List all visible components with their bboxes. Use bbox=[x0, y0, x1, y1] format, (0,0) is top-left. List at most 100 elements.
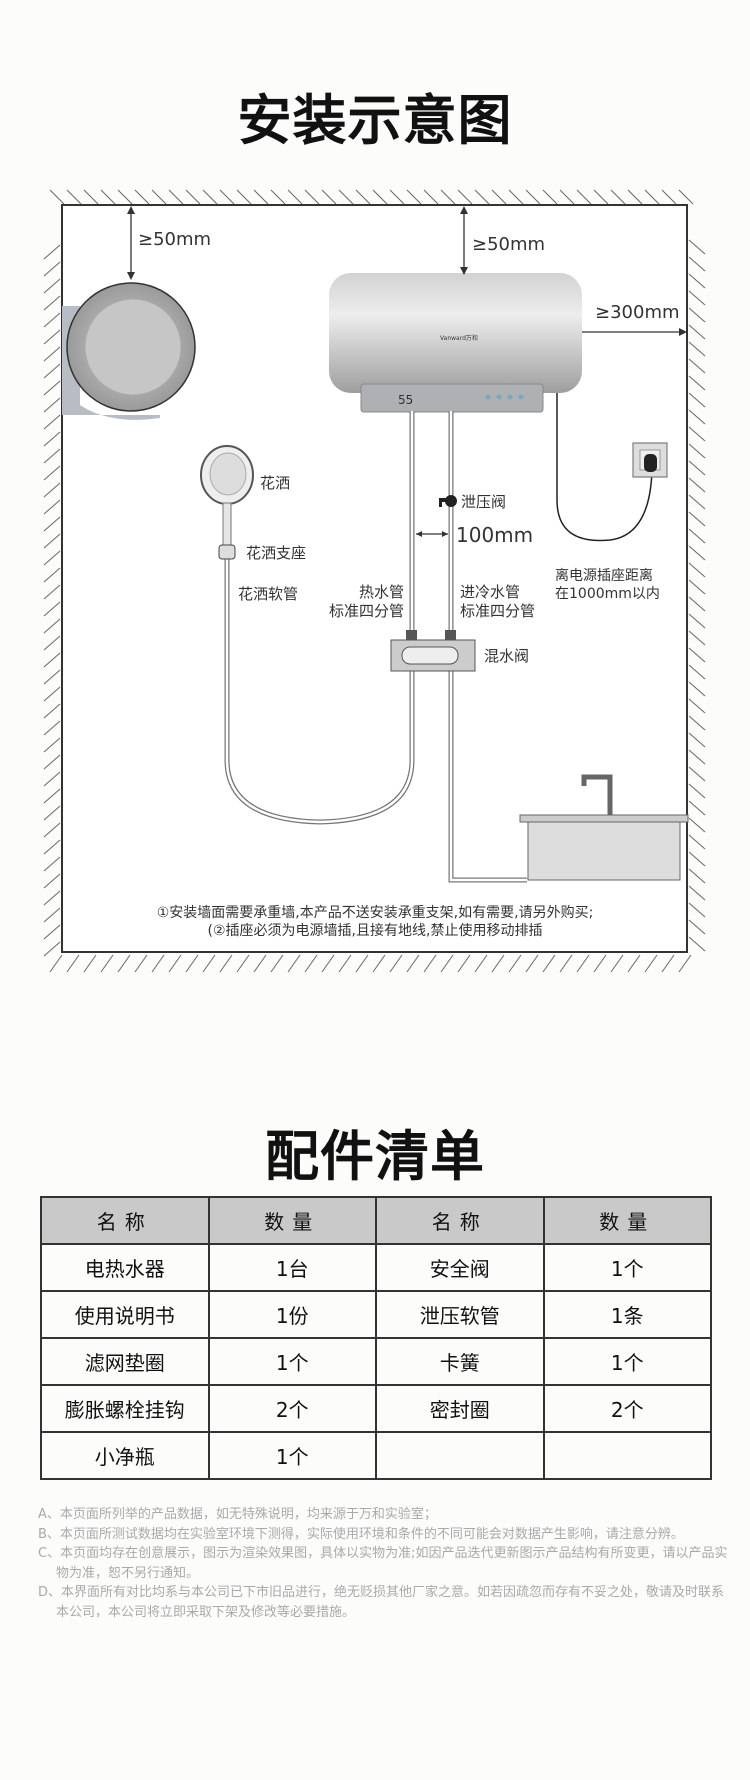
hatch-mark bbox=[253, 189, 269, 205]
wall-socket bbox=[632, 442, 668, 478]
hatch-mark bbox=[43, 533, 61, 549]
hatch-mark bbox=[236, 189, 252, 205]
side-clearance-label: ≥300mm bbox=[595, 302, 680, 323]
hatch-mark bbox=[43, 363, 61, 379]
hatch-mark bbox=[610, 954, 624, 973]
hatch-mark bbox=[542, 189, 558, 205]
pipe-spacing-label: 100mm bbox=[456, 523, 533, 547]
shower-holder bbox=[218, 544, 236, 560]
disclaimers: A、本页面所列举的产品数据，如无特殊说明，均来源于万和实验室； B、本页面所测试… bbox=[38, 1505, 728, 1622]
quantity-cell: 1份 bbox=[207, 1290, 377, 1339]
hatch-mark bbox=[100, 954, 114, 973]
hatch-mark bbox=[644, 954, 658, 973]
hatch-mark bbox=[43, 244, 61, 260]
cold-pipe-spec-label: 标准四分管 bbox=[460, 602, 535, 620]
hatch-mark bbox=[688, 545, 706, 561]
hatch-mark bbox=[406, 954, 420, 973]
hatch-mark bbox=[66, 954, 80, 973]
install-title: 安装示意图 bbox=[237, 89, 513, 152]
quantity-cell: 1个 bbox=[207, 1337, 377, 1386]
hatch-mark bbox=[688, 290, 706, 306]
hatch-mark bbox=[457, 189, 473, 205]
hatch-mark bbox=[491, 954, 505, 973]
item-name-cell: 泄压软管 bbox=[375, 1290, 545, 1339]
hatch-mark bbox=[236, 954, 250, 973]
hatch-mark bbox=[688, 596, 706, 612]
hatch-mark bbox=[688, 715, 706, 731]
item-name-cell: 使用说明书 bbox=[40, 1290, 210, 1339]
cold-pipe-label: 进冷水管 bbox=[460, 583, 520, 601]
accessories-title: 配件清单 bbox=[265, 1125, 485, 1188]
hatch-mark bbox=[688, 698, 706, 714]
hatch-mark bbox=[43, 839, 61, 855]
hatch-mark bbox=[202, 954, 216, 973]
hatch-mark bbox=[43, 924, 61, 940]
hatch-mark bbox=[688, 460, 706, 476]
relief-valve bbox=[439, 495, 457, 507]
hatch-mark bbox=[43, 873, 61, 889]
quantity-cell bbox=[542, 1431, 712, 1480]
hatch-mark bbox=[688, 749, 706, 765]
hatch-mark bbox=[202, 189, 218, 205]
sink bbox=[519, 774, 689, 881]
top-clearance-right-label: ≥50mm bbox=[472, 234, 545, 255]
hatch-mark bbox=[43, 703, 61, 719]
hatch-mark bbox=[688, 494, 706, 510]
quantity-cell: 1条 bbox=[542, 1290, 712, 1339]
header-quantity: 数量 bbox=[542, 1196, 712, 1245]
quantity-cell: 1个 bbox=[542, 1243, 712, 1292]
hatch-mark bbox=[185, 189, 201, 205]
hatch-mark bbox=[688, 562, 706, 578]
quantity-cell: 2个 bbox=[207, 1384, 377, 1433]
pipe-spacing-arrow bbox=[416, 531, 448, 537]
hatch-mark bbox=[559, 189, 575, 205]
hatch-mark bbox=[43, 346, 61, 362]
note-2: (②插座必须为电源墙插,且接有地线,禁止使用移动排插 bbox=[208, 922, 543, 939]
item-name-cell: 电热水器 bbox=[40, 1243, 210, 1292]
hatch-mark bbox=[688, 375, 706, 391]
hatch-mark bbox=[688, 239, 706, 255]
hatch-mark bbox=[688, 409, 706, 425]
hatch-mark bbox=[688, 630, 706, 646]
hatch-mark bbox=[100, 189, 116, 205]
hatch-mark bbox=[688, 732, 706, 748]
hatch-mark bbox=[576, 954, 590, 973]
hatch-mark bbox=[253, 954, 267, 973]
hatch-mark bbox=[688, 511, 706, 527]
item-name-cell: 滤网垫圈 bbox=[40, 1337, 210, 1386]
hatch-mark bbox=[43, 516, 61, 532]
hatch-mark bbox=[168, 954, 182, 973]
hatch-mark bbox=[678, 954, 692, 973]
hatch-mark bbox=[627, 954, 641, 973]
water-heater: Vanward万和 55 bbox=[329, 273, 582, 413]
hatch-mark bbox=[688, 647, 706, 663]
disclaimer-d: D、本界面所有对比均系与本公司已下市旧品进行，绝无贬损其他厂家之意。如若因疏忽而… bbox=[38, 1585, 725, 1620]
hot-pipe-label: 热水管 bbox=[359, 583, 404, 601]
disclaimer-a: A、本页面所列举的产品数据，如无特殊说明，均来源于万和实验室； bbox=[38, 1507, 437, 1522]
hatch-mark bbox=[688, 273, 706, 289]
hatch-mark bbox=[43, 550, 61, 566]
hatch-mark bbox=[457, 954, 471, 973]
quantity-cell: 1个 bbox=[542, 1337, 712, 1386]
hatch-mark bbox=[43, 737, 61, 753]
hatch-mark bbox=[661, 189, 677, 205]
hatch-mark bbox=[688, 528, 706, 544]
item-name-cell bbox=[375, 1431, 545, 1480]
hatch-mark bbox=[185, 954, 199, 973]
hatch-mark bbox=[688, 477, 706, 493]
socket-distance-label-2: 在1000mm以内 bbox=[555, 586, 660, 602]
hatch-mark bbox=[43, 788, 61, 804]
hatch-mark bbox=[219, 954, 233, 973]
wall-hatching bbox=[43, 189, 706, 973]
note-1: ①安装墙面需要承重墙,本产品不送安装承重支架,如有需要,请另外购买; bbox=[157, 905, 594, 921]
hatch-mark bbox=[43, 397, 61, 413]
hatch-mark bbox=[304, 189, 320, 205]
item-name-cell: 小净瓶 bbox=[40, 1431, 210, 1480]
item-name-cell: 密封圈 bbox=[375, 1384, 545, 1433]
mixing-valve bbox=[390, 630, 476, 672]
hatch-mark bbox=[43, 261, 61, 277]
